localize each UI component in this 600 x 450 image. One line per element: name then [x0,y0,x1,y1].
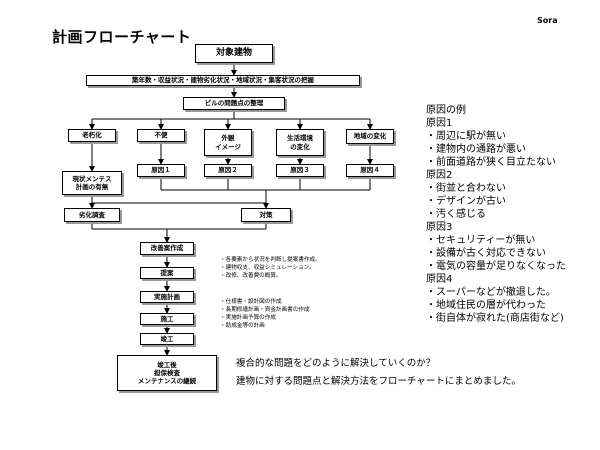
survey-box: 築年数・収益状況・建物劣化状況・地域状況・集客状況の把握 [86,75,360,86]
post-completion-box: 竣工後 担保検査 メンテナンスの継続 [117,355,217,391]
step-proposal-box: 提案 [140,267,194,279]
cause-example-item: ・汚く感じる [426,209,486,220]
cause-2-box: 原因２ [204,164,252,177]
cause-example-item: ・デザインが古い [426,196,506,207]
cause-group-title: 原因4 [426,274,453,285]
category-living-environment-box: 生活環境 の変化 [276,129,324,156]
cause-3-box: 原因３ [276,164,324,177]
cause-example-item: ・前面道路が狭く目立たない [426,157,556,168]
cause-example-item: ・設備が古く対応できない [426,248,546,259]
cause-examples-heading: 原因の例 [426,105,466,116]
target-building-box: 対象建物 [195,44,273,63]
author-label: Sora [537,16,558,25]
step-completion-box: 竣工 [140,333,194,345]
step-implementation-plan-box: 実施計画 [140,291,194,303]
category-aging-box: 老朽化 [68,129,116,142]
page-title: 計画フローチャート [52,28,192,46]
category-regional-change-box: 地域の変化 [346,129,394,144]
cause-group-title: 原因1 [426,118,453,129]
cause-example-item: ・スーパーなどが撤退した。 [426,287,556,298]
cause-example-item: ・街並と合わない [426,183,506,194]
maintenance-plan-box: 現状メンテス 計画の有無 [62,171,122,195]
issues-box: ビルの問題点の整理 [183,97,285,110]
cause-example-item: ・地域住民の層が代わった [426,300,546,311]
countermeasure-box: 対策 [241,208,291,222]
step-improvement-plan-box: 改善案作成 [140,242,194,255]
cause-example-item: ・建物内の通路が悪い [426,144,526,155]
plan-notes: ・仕様書・設計図の作成 ・長期修繕計画・資金計画書の作成 ・実施計画予算の作成 … [220,299,310,330]
cause-group-title: 原因3 [426,222,453,233]
cause-example-item: ・電気の容量が足りなくなった [426,261,566,272]
cause-4-box: 原因４ [346,164,394,177]
summary-line-2: 建物に対する問題点と解決方法をフローチャートにまとめました。 [236,376,521,387]
cause-1-box: 原因１ [137,164,185,177]
cause-example-item: ・街自体が寂れた(商店街など) [426,313,564,324]
cause-example-item: ・セキュリティーが無い [426,235,536,246]
step-construction-box: 施工 [140,313,194,325]
cause-example-item: ・周辺に駅が無い [426,131,506,142]
cause-examples-panel: 原因の例 原因1 ・周辺に駅が無い ・建物内の通路が悪い ・前面道路が狭く目立た… [426,104,566,325]
proposal-notes: ・各要素から状況を判断し提案書作成。 ・建物収支、収益シミュレーション。 ・改修… [220,257,321,280]
summary-line-1: 複合的な問題をどのように解決していくのか？ [236,358,436,369]
cause-group-title: 原因2 [426,170,453,181]
category-inconvenience-box: 不便 [137,129,185,142]
deterioration-survey-box: 劣化調査 [64,208,120,222]
category-exterior-image-box: 外観 イメージ [204,129,252,156]
